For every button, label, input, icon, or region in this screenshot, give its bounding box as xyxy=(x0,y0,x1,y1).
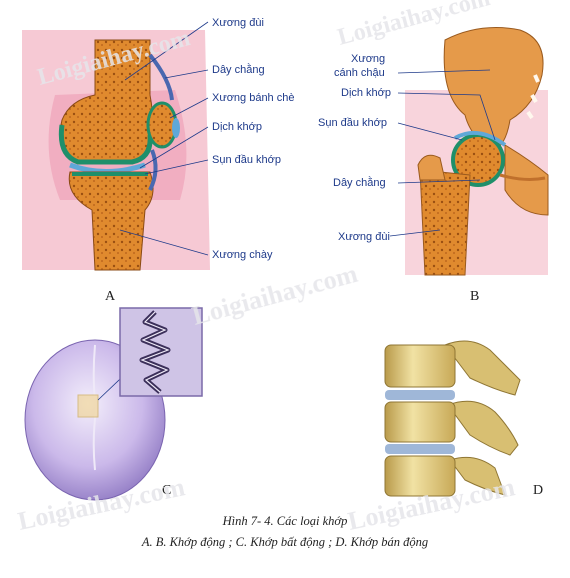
label-b-cartilage: Sụn đầu khớp xyxy=(318,117,387,129)
label-b-pelvis-2: cánh chậu xyxy=(334,67,385,79)
leader-synovial xyxy=(139,126,209,169)
synovial-cavity xyxy=(69,162,146,174)
leader-hip-femur xyxy=(389,229,441,237)
suture-zigzag-highlight xyxy=(140,311,170,393)
panel-d-spine: D xyxy=(384,340,543,498)
pelvis-holes xyxy=(526,74,540,120)
figure-caption-subtitle: A. B. Khớp động ; C. Khớp bất động ; D. … xyxy=(141,535,429,549)
leader-hip-cartilage xyxy=(397,122,463,141)
vertebra-body-3 xyxy=(384,455,456,497)
panel-letter-b: B xyxy=(470,289,479,304)
label-a-synovial: Dịch khớp xyxy=(212,121,262,133)
label-a-cartilage: Sụn đầu khớp xyxy=(212,154,281,166)
hip-synovial xyxy=(454,130,507,147)
leader-cartilage xyxy=(144,159,209,175)
bursa xyxy=(172,118,180,138)
femur-shaft xyxy=(419,169,471,276)
watermark: Loigiaihay.com xyxy=(189,259,361,331)
label-a-ligament: Dây chằng xyxy=(212,63,265,76)
suture-highlight-box xyxy=(77,394,99,418)
label-b-ligament: Dây chằng xyxy=(333,176,386,189)
leader-patella xyxy=(169,97,209,119)
panel-c-skull: C xyxy=(24,307,203,501)
panel-letter-a: A xyxy=(105,289,116,304)
panel-letter-c: C xyxy=(162,483,171,498)
label-a-femur: Xương đùi xyxy=(212,17,264,29)
leader-ligament xyxy=(164,69,209,79)
label-b-pelvis-1: Xương xyxy=(351,53,385,65)
greater-trochanter xyxy=(417,154,446,181)
figure-caption-title: Hình 7- 4. Các loại khớp xyxy=(222,514,348,528)
vertebra-body-2 xyxy=(384,401,456,443)
leader-femur xyxy=(124,21,209,81)
label-a-patella: Xương bánh chè xyxy=(212,92,294,104)
ligament-lower xyxy=(148,149,158,191)
label-b-femur: Xương đùi xyxy=(338,231,390,243)
panel-a-knee: Xương đùi Dây chằng Xương bánh chè Dịch … xyxy=(22,17,294,304)
ligament xyxy=(148,53,174,101)
vertebra-body-1 xyxy=(384,344,456,388)
vertebral-processes xyxy=(444,340,521,496)
pelvis-bone xyxy=(443,27,544,151)
intervertebral-disc-1 xyxy=(385,390,455,400)
leader-hip-ligament xyxy=(397,179,481,184)
femur-cartilage xyxy=(58,124,153,165)
leader-tibia xyxy=(119,229,209,256)
leader-pelvis xyxy=(397,69,491,74)
label-a-tibia: Xương chày xyxy=(212,249,273,261)
panel-letter-d: D xyxy=(533,483,543,498)
patella-bone xyxy=(146,101,178,149)
panel-b-hip: Xương cánh chậu Dịch khớp Sụn đầu khớp D… xyxy=(318,27,549,304)
intervertebral-disc-2 xyxy=(385,444,455,454)
label-b-synovial: Dịch khớp xyxy=(341,87,391,99)
hip-ligament xyxy=(499,173,546,181)
leader-hip-synovial xyxy=(397,92,496,141)
